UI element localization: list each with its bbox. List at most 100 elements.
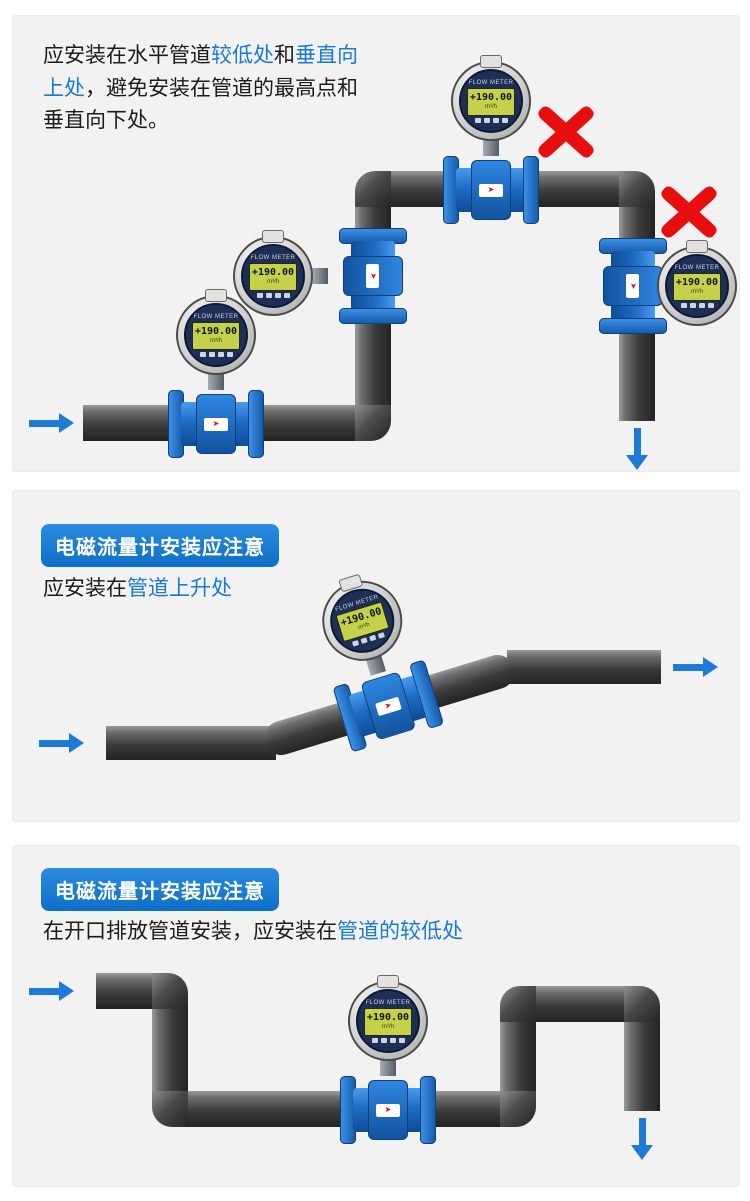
- pipe-segment-outlet-drop: [624, 1022, 660, 1111]
- pipe-segment-left-drop: [152, 1009, 188, 1091]
- meter-flange-right: [523, 156, 539, 224]
- meter-lcd-unit: m³/h: [485, 104, 497, 110]
- meter-brand-label: FLOW METER: [674, 264, 720, 271]
- meter-flange-right: [599, 318, 667, 334]
- meter-flange-right: [248, 390, 264, 458]
- panel1-caption: 应安装在水平管道较低处和垂直向上处，避免安装在管道的最高点和垂直向下处。: [43, 40, 367, 138]
- pipe-segment-right-riser: [500, 1022, 536, 1091]
- caption-highlight: 管道的较低处: [337, 920, 463, 943]
- caption-text: 应安装在水平管道: [43, 44, 211, 67]
- meter-face: FLOW METER +190.00 m³/h: [665, 254, 729, 318]
- meter-lcd-screen: +190.00 m³/h: [192, 321, 240, 350]
- flow-meter-wrong-vertical-down: FLOW METER +190.00 m³/h ➤: [585, 238, 739, 334]
- notice-badge: 电磁流量计安装应注意: [41, 524, 279, 567]
- pipe-segment-inlet: [96, 973, 152, 1009]
- pipe-elbow: [624, 986, 660, 1022]
- meter-buttons: [199, 351, 233, 357]
- meter-lcd-value: +190.00: [675, 277, 719, 288]
- meter-lcd-unit: m³/h: [267, 279, 279, 285]
- meter-center-band: ➤: [603, 266, 663, 306]
- flow-arrow-right: [29, 413, 74, 433]
- meter-lcd-value: +190.00: [194, 326, 238, 337]
- meter-flow-direction-label: ➤: [479, 183, 503, 197]
- meter-display-head: FLOW METER +190.00 m³/h: [233, 230, 313, 316]
- pipe-elbow: [152, 973, 188, 1009]
- meter-lcd-unit: m³/h: [382, 1024, 394, 1030]
- meter-lcd-screen: +190.00 m³/h: [364, 1007, 412, 1036]
- meter-lcd-unit: m³/h: [210, 338, 222, 344]
- meter-brand-label: FLOW METER: [193, 313, 239, 320]
- meter-display-head: FLOW METER +190.00 m³/h: [176, 289, 256, 375]
- pipe-elbow: [355, 171, 391, 207]
- meter-display-head: FLOW METER +190.00 m³/h: [451, 55, 531, 141]
- meter-flow-direction-label: ➤: [374, 696, 402, 716]
- caption-highlight: 较低处: [211, 44, 274, 67]
- panel-open-discharge-rule: 电磁流量计安装应注意 在开口排放管道安装，应安装在管道的较低处 FLOW MET…: [12, 845, 740, 1187]
- meter-brand-label: FLOW METER: [468, 79, 514, 86]
- flow-meter-correct-vertical-up: FLOW METER +190.00 m³/h ➤: [233, 228, 409, 324]
- meter-lcd-value: +190.00: [366, 1012, 410, 1023]
- meter-cap: [262, 230, 284, 243]
- meter-cap: [686, 240, 708, 253]
- meter-flange-right: [339, 308, 407, 324]
- flow-arrow-right: [29, 981, 74, 1001]
- meter-neck: [483, 140, 499, 156]
- notice-badge: 电磁流量计安装应注意: [41, 868, 279, 911]
- meter-flow-direction-label: ➤: [376, 1103, 400, 1117]
- meter-flow-direction-label: ➤: [366, 264, 380, 288]
- meter-neck: [312, 268, 328, 284]
- meter-body: ➤: [332, 657, 445, 754]
- meter-buttons: [256, 292, 290, 298]
- meter-lcd-value: +190.00: [251, 267, 295, 278]
- meter-body: ➤: [337, 228, 409, 324]
- meter-display-head: FLOW METER +190.00 m³/h: [657, 240, 737, 326]
- meter-flange-left: [340, 1076, 356, 1144]
- meter-lcd-unit: m³/h: [691, 289, 703, 295]
- panel3-caption: 在开口排放管道安装，应安装在管道的较低处: [43, 916, 723, 949]
- meter-body: ➤: [443, 154, 539, 226]
- meter-face: FLOW METER +190.00 m³/h: [459, 69, 523, 133]
- caption-text: 应安装在: [43, 577, 127, 600]
- caption-text: 在开口排放管道安装，应安装在: [43, 920, 337, 943]
- meter-lcd-value: +190.00: [469, 92, 513, 103]
- flow-meter-at-low-point: FLOW METER +190.00 m³/h ➤: [340, 975, 436, 1146]
- meter-center-band: ➤: [368, 1080, 408, 1140]
- meter-lcd-screen: +190.00 m³/h: [673, 272, 721, 301]
- pipe-segment-high: [507, 650, 661, 684]
- panel2-caption: 应安装在管道上升处: [43, 573, 703, 606]
- meter-center-band: ➤: [343, 256, 403, 296]
- pipe-elbow: [619, 171, 655, 207]
- flow-meter-correct-low-point: FLOW METER +190.00 m³/h ➤: [168, 289, 264, 460]
- meter-cap: [480, 55, 502, 68]
- meter-brand-label: FLOW METER: [365, 999, 411, 1006]
- error-x-mark: [535, 101, 597, 163]
- meter-center-band: ➤: [471, 160, 511, 220]
- error-x-mark: [658, 181, 720, 243]
- meter-face: FLOW METER +190.00 m³/h: [356, 989, 420, 1053]
- meter-flange-right: [420, 1076, 436, 1144]
- meter-neck: [380, 1060, 396, 1076]
- flow-arrow-down: [626, 428, 648, 470]
- caption-highlight: 垂直向上处: [43, 44, 358, 100]
- flow-arrow-right: [673, 657, 718, 677]
- meter-face: FLOW METER +190.00 m³/h: [241, 244, 305, 308]
- panel-rising-pipe-rule: 电磁流量计安装应注意 应安装在管道上升处 FLOW METER +190.00 …: [12, 490, 740, 822]
- meter-body: ➤: [340, 1074, 436, 1146]
- pipe-elbow: [500, 986, 536, 1022]
- meter-buttons: [680, 302, 714, 308]
- pipe-elbow: [152, 1091, 188, 1127]
- flow-meter-wrong-high-point: FLOW METER +190.00 m³/h ➤: [443, 55, 539, 226]
- caption-highlight: 管道上升处: [127, 577, 232, 600]
- meter-center-band: ➤: [196, 394, 236, 454]
- caption-text: ，避免安装在管道的最高点和垂直向下处。: [43, 76, 358, 133]
- pipe-elbow: [500, 1091, 536, 1127]
- meter-flange-left: [443, 156, 459, 224]
- meter-body: ➤: [168, 388, 264, 460]
- meter-brand-label: FLOW METER: [250, 254, 296, 261]
- meter-flange-left: [168, 390, 184, 458]
- meter-cap: [377, 975, 399, 988]
- pipe-segment-low: [106, 726, 276, 760]
- meter-buttons: [371, 1037, 405, 1043]
- meter-buttons: [474, 117, 508, 123]
- panel-horizontal-install-rules: 应安装在水平管道较低处和垂直向上处，避免安装在管道的最高点和垂直向下处。 FLO…: [12, 15, 740, 472]
